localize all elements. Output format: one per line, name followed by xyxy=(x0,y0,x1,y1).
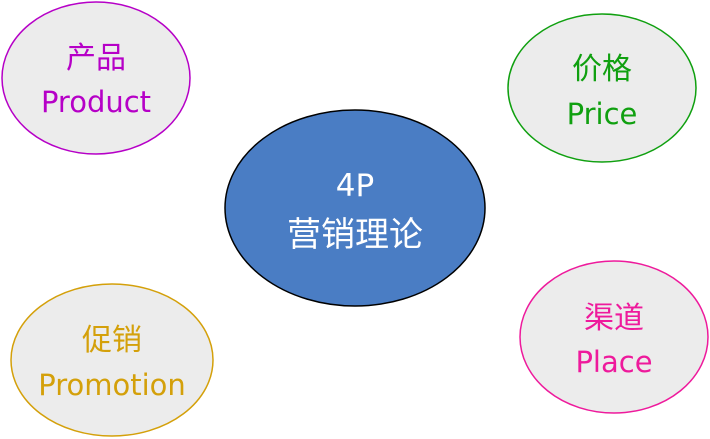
center-ellipse xyxy=(224,109,486,307)
place-label-en: Place xyxy=(575,345,652,379)
center-title: 4P xyxy=(336,168,374,204)
promotion-label-cn: 促销 xyxy=(82,323,142,358)
product-label-cn: 产品 xyxy=(66,41,126,76)
center-subtitle: 营销理论 xyxy=(287,215,423,255)
place-label-cn: 渠道 xyxy=(584,301,644,336)
price-ellipse xyxy=(507,13,697,163)
price-node: 价格 Price xyxy=(507,13,697,163)
promotion-label-en: Promotion xyxy=(38,368,186,402)
product-node: 产品 Product xyxy=(1,1,191,155)
promotion-ellipse xyxy=(10,283,214,437)
price-label-cn: 价格 xyxy=(572,52,632,87)
center-node: 4P 营销理论 xyxy=(224,109,486,307)
product-label-en: Product xyxy=(41,85,151,119)
promotion-node: 促销 Promotion xyxy=(10,283,214,437)
place-ellipse xyxy=(519,260,709,414)
product-ellipse xyxy=(1,1,191,155)
place-node: 渠道 Place xyxy=(519,260,709,414)
price-label-en: Price xyxy=(567,97,638,131)
